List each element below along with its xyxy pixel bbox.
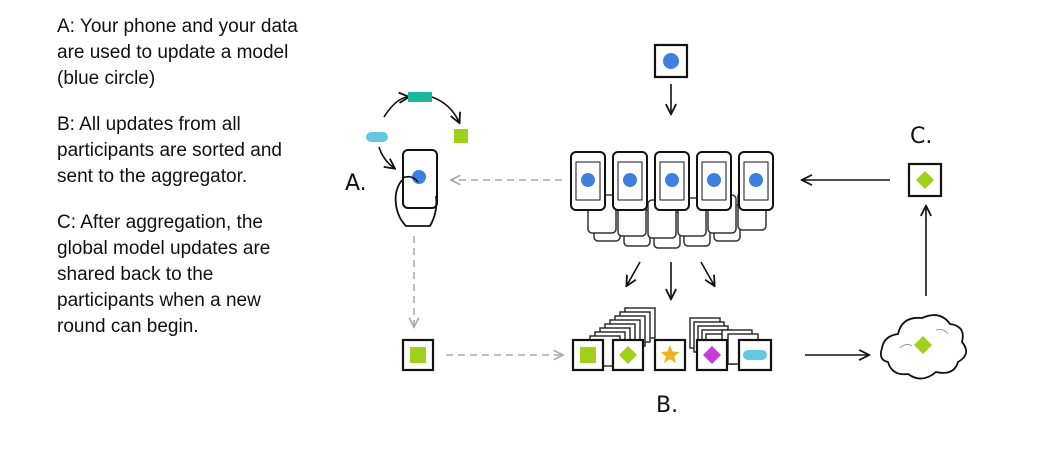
phone-icon xyxy=(696,151,732,211)
global-model-box xyxy=(653,43,689,79)
pill-update-icon xyxy=(366,132,388,142)
phone-icon xyxy=(612,151,648,211)
step-b-description: B: All updates from all participants are… xyxy=(57,114,282,187)
model-circle-icon xyxy=(412,170,426,184)
diamond-update-icon xyxy=(703,346,721,364)
global-update-box xyxy=(907,162,943,198)
arrow-icon xyxy=(627,261,641,285)
model-circle-icon xyxy=(663,53,679,69)
label-b: B. xyxy=(656,393,678,418)
arrow-icon xyxy=(700,261,714,285)
label-a: A. xyxy=(345,171,367,196)
step-c-description: C: After aggregation, the global model u… xyxy=(57,212,271,337)
local-training-cycle xyxy=(366,92,468,168)
hand-holding-phone xyxy=(394,149,438,227)
explanation-text: A: Your phone and your data are used to … xyxy=(57,14,307,360)
diamond-update-icon xyxy=(619,346,637,364)
square-update-icon xyxy=(410,347,426,363)
phone-icon xyxy=(654,151,690,211)
phone-shadow-stack xyxy=(587,191,767,249)
phone-icon xyxy=(738,151,774,211)
diamond-update-icon xyxy=(916,171,934,189)
star-update-icon xyxy=(660,345,680,363)
cloud-aggregator xyxy=(879,314,968,380)
diamond-update-icon xyxy=(914,336,932,354)
square-update-icon xyxy=(454,129,468,143)
pill-update-icon xyxy=(743,350,767,360)
label-c: C. xyxy=(910,124,932,149)
hand-icon xyxy=(394,179,438,227)
phone-icon xyxy=(570,151,606,211)
bar-update-icon xyxy=(408,92,432,102)
sorted-updates xyxy=(571,307,773,372)
local-update-box xyxy=(401,338,435,372)
square-update-icon xyxy=(580,347,596,363)
step-a-description: A: Your phone and your data are used to … xyxy=(57,16,298,89)
participant-phones xyxy=(570,151,774,249)
